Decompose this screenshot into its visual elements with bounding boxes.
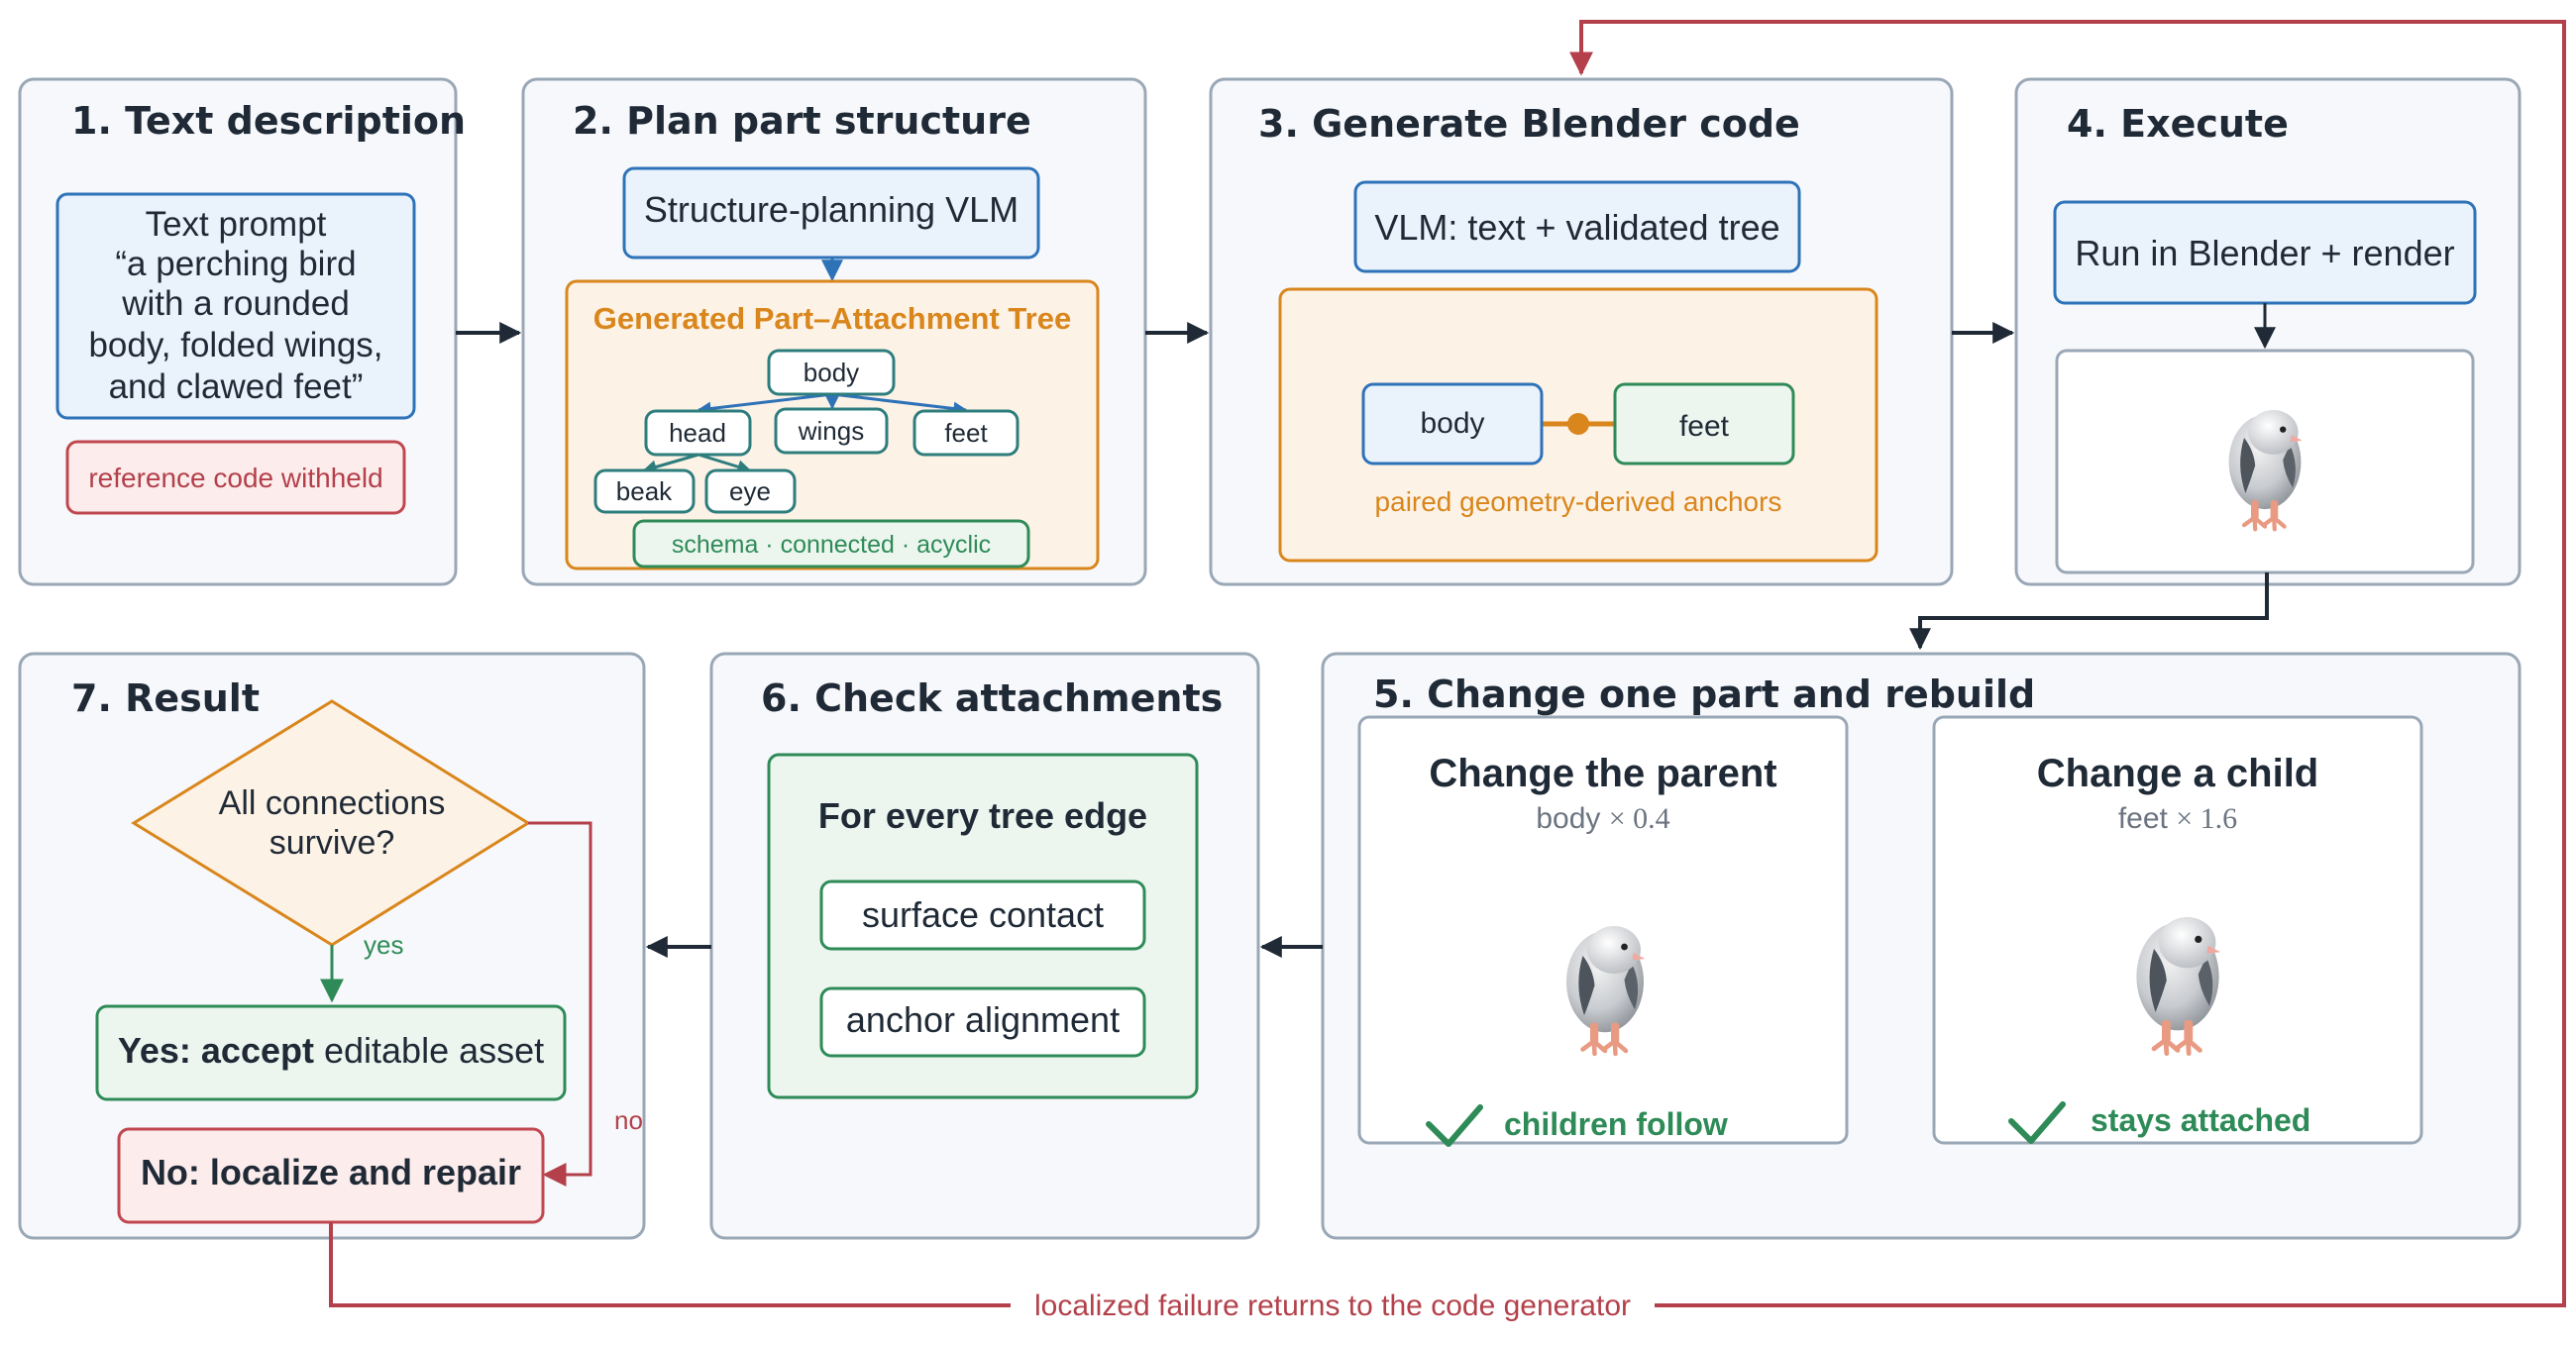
children-follow-label: children follow (1504, 1106, 1728, 1142)
node-head-label: head (669, 418, 726, 448)
step1-title: 1. Text description (71, 99, 466, 143)
node-wings (774, 407, 889, 455)
accept-label: Yes: accept editable asset (118, 1030, 544, 1071)
surface-contact-label: surface contact (862, 894, 1104, 935)
node-eye (704, 468, 797, 514)
change-parent-op: body × 0.4 (1536, 802, 1669, 835)
edge-head-beak (642, 453, 699, 474)
node-beak (593, 468, 696, 514)
anchor-feet-box (1613, 382, 1795, 466)
step2-title: 2. Plan part structure (573, 99, 1031, 143)
step5-title: 5. Change one part and rebuild (1373, 672, 2035, 716)
node-feet (912, 409, 1020, 457)
surface-contact-box (819, 879, 1146, 951)
anchor-alignment-box (819, 986, 1146, 1058)
prompt-line-1: Text prompt (146, 205, 327, 244)
change-parent-title: Change the parent (1429, 752, 1776, 795)
arrow-4-to-5 (1909, 572, 2269, 651)
no-label: no (614, 1105, 643, 1135)
node-head (644, 409, 752, 457)
node-body-label: body (804, 358, 859, 387)
decision-line-1: All connections (219, 784, 446, 822)
tree-checks-badge (632, 519, 1030, 569)
no-path (528, 821, 592, 1187)
structure-vlm-label: Structure-planning VLM (644, 189, 1019, 230)
yes-label: yes (364, 930, 403, 960)
codegen-vlm-box (1353, 180, 1801, 273)
edge-head-eye (698, 453, 752, 473)
prompt-line-2: “a perching bird (115, 245, 356, 283)
anchor-body-box (1361, 382, 1544, 466)
stays-attached-label: stays attached (2091, 1102, 2310, 1138)
node-eye-label: eye (729, 476, 771, 506)
anchor-feet-label: feet (1679, 410, 1730, 443)
node-wings-label: wings (798, 416, 864, 446)
prompt-line-4: body, folded wings, (88, 326, 382, 364)
node-feet-label: feet (944, 418, 988, 448)
step6-title: 6. Check attachments (761, 676, 1223, 720)
tree-checks-label: schema · connected · acyclic (672, 531, 991, 559)
codegen-vlm-label: VLM: text + validated tree (1374, 207, 1779, 248)
accept-box (95, 1004, 567, 1101)
part-tree-title: Generated Part–Attachment Tree (593, 301, 1071, 336)
step3-title: 3. Generate Blender code (1258, 102, 1800, 146)
text-prompt-box (55, 192, 416, 420)
feedback-label-bg (1011, 1286, 1655, 1325)
edge-check-header: For every tree edge (818, 795, 1147, 836)
check-icon-child (2008, 1101, 2066, 1144)
withheld-badge (65, 440, 406, 515)
withheld-label: reference code withheld (88, 463, 382, 493)
anchors-caption: paired geometry-derived anchors (1375, 486, 1782, 517)
anchor-alignment-label: anchor alignment (846, 999, 1120, 1040)
step4-title: 4. Execute (2067, 102, 2289, 146)
change-child-title: Change a child (2037, 752, 2319, 795)
run-blender-label: Run in Blender + render (2075, 233, 2454, 273)
node-body (767, 349, 896, 396)
decision-line-2: survive? (269, 824, 395, 862)
anchor-body-label: body (1420, 407, 1484, 440)
change-child-op: feet × 1.6 (2118, 802, 2237, 835)
prompt-line-5: and clawed feet” (109, 367, 364, 406)
prompt-line-3: with a rounded (121, 284, 350, 323)
step7-title: 7. Result (71, 676, 260, 720)
edge-body-feet (831, 392, 968, 416)
feedback-label: localized failure returns to the code ge… (1034, 1290, 1631, 1322)
anchor-dot (1567, 413, 1589, 435)
check-icon-parent (1426, 1104, 1483, 1147)
node-beak-label: beak (616, 476, 673, 506)
repair-label: No: localize and repair (141, 1152, 521, 1192)
feedback-loop-line (329, 20, 2566, 1307)
edge-body-head (697, 392, 833, 416)
